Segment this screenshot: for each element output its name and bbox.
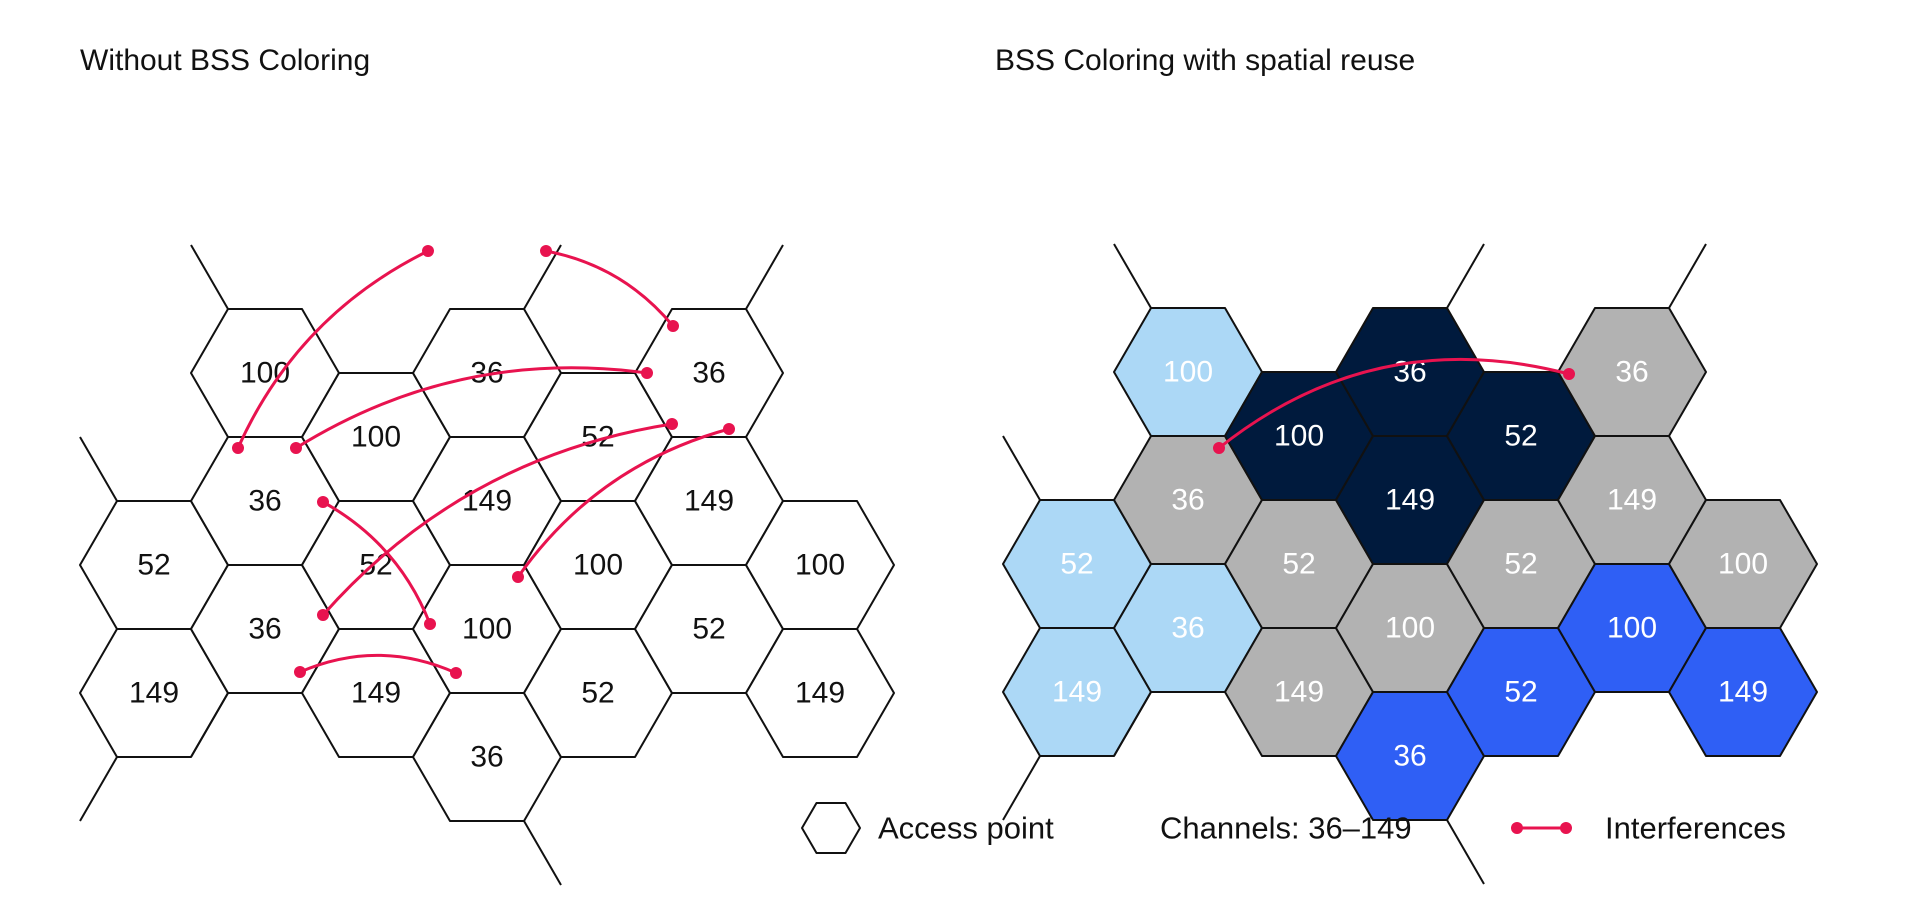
interference-endpoint (422, 245, 434, 257)
interference-arc (321, 422, 673, 616)
channel-label: 149 (462, 485, 512, 518)
grid-edge-stub (1446, 243, 1485, 309)
left-panel-title: Without BSS Coloring (80, 44, 371, 77)
interference-arc (322, 500, 432, 625)
legend-access-point-label: Access point (878, 811, 1054, 846)
interference-endpoint (317, 609, 329, 621)
channel-label: 100 (1274, 420, 1324, 453)
grid-edge-stub (1668, 243, 1707, 309)
interference-endpoint (1213, 442, 1225, 454)
interference-endpoint (540, 245, 552, 257)
interference-arc (236, 249, 429, 449)
access-point-hex (745, 628, 895, 758)
channel-label: 100 (1163, 356, 1213, 389)
channel-label: 149 (1274, 676, 1324, 709)
channel-label: 100 (573, 549, 623, 582)
channel-label: 36 (248, 613, 281, 646)
grid-edge-stub (1113, 243, 1152, 309)
channel-label: 100 (1385, 612, 1435, 645)
legend-channels-label: Channels: 36–149 (1160, 811, 1412, 846)
channel-label: 52 (692, 613, 725, 646)
channel-label: 52 (1504, 420, 1537, 453)
channel-label: 149 (1607, 484, 1657, 517)
channel-label: 149 (129, 677, 179, 710)
channel-label: 52 (1060, 548, 1093, 581)
channel-label: 36 (1615, 356, 1648, 389)
channel-label: 52 (581, 677, 614, 710)
interference-endpoint-icon (1511, 822, 1523, 834)
interference-endpoint (294, 666, 306, 678)
channel-label: 100 (795, 549, 845, 582)
channel-label: 52 (1282, 548, 1315, 581)
channel-label: 36 (470, 741, 503, 774)
legend-interferences-label: Interferences (1605, 811, 1786, 846)
interference-endpoint (666, 418, 678, 430)
right-interferences (1213, 357, 1575, 454)
interference-endpoint (723, 423, 735, 435)
left-hex-grid: 5214910036361005214936149100365210052361… (79, 244, 895, 886)
grid-edge-stub (523, 820, 562, 886)
interference-arc (295, 366, 648, 450)
channel-label: 52 (137, 549, 170, 582)
interference-endpoint (450, 667, 462, 679)
interference-endpoint (290, 442, 302, 454)
channel-label: 149 (1052, 676, 1102, 709)
channel-label: 100 (1607, 612, 1657, 645)
access-point-icon (801, 802, 861, 854)
grid-edge-stub (1446, 819, 1485, 885)
interference-endpoint (641, 367, 653, 379)
channel-label: 36 (1171, 484, 1204, 517)
channel-label: 149 (351, 677, 401, 710)
interference-arc (545, 249, 675, 327)
channel-label: 100 (351, 421, 401, 454)
interference-arc (299, 653, 457, 675)
grid-edge-stub (190, 244, 229, 310)
channel-label: 100 (462, 613, 512, 646)
channel-label: 52 (1504, 676, 1537, 709)
grid-edge-stub (79, 756, 118, 822)
channel-label: 36 (1393, 740, 1426, 773)
grid-edge-stub (79, 436, 118, 502)
channel-label: 36 (248, 485, 281, 518)
interference-endpoint (512, 571, 524, 583)
channel-label: 36 (1171, 612, 1204, 645)
grid-edge-stub (1002, 755, 1041, 821)
interference-endpoint-icon (1560, 822, 1572, 834)
channel-label: 149 (684, 485, 734, 518)
channel-label: 100 (1718, 548, 1768, 581)
grid-edge-stub (745, 244, 784, 310)
interference-arc (1218, 357, 1570, 450)
right-hex-grid: 5214910036361005214936149100365252523614… (1002, 243, 1818, 885)
grid-edge-stub (1002, 435, 1041, 501)
channel-label: 149 (795, 677, 845, 710)
right-panel-title: BSS Coloring with spatial reuse (995, 44, 1416, 77)
interference-endpoint (1563, 368, 1575, 380)
channel-label: 149 (1385, 484, 1435, 517)
grid-edge-stub (190, 692, 229, 758)
grid-edge-stub (523, 244, 562, 310)
channel-label: 149 (1718, 676, 1768, 709)
channel-label: 36 (692, 357, 725, 390)
interference-endpoint (424, 618, 436, 630)
access-point-hex (1668, 627, 1818, 757)
grid-edge-stub (1113, 691, 1152, 757)
interference-arc (516, 427, 730, 578)
channel-label: 52 (1504, 548, 1537, 581)
interference-endpoint (667, 320, 679, 332)
left-interferences (232, 245, 735, 679)
interference-endpoint (232, 442, 244, 454)
interference-endpoint (317, 496, 329, 508)
legend: Access point Channels: 36–149 Interferen… (801, 802, 1786, 854)
